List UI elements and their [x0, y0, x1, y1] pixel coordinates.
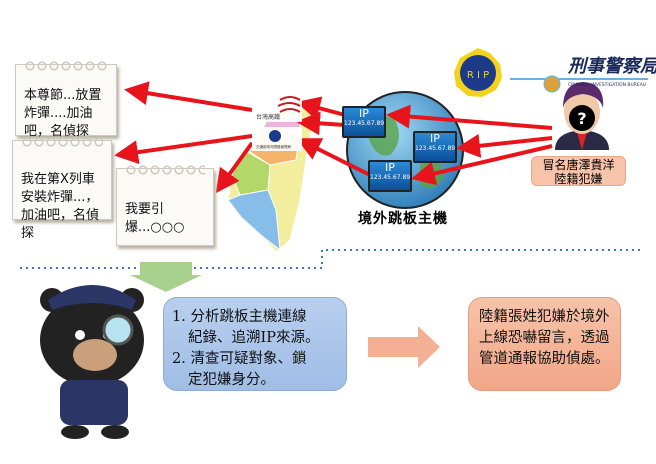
threat-note: 本尊節...放置炸彈....加油吧，名偵探	[15, 59, 117, 139]
suspect-avatar: ?	[555, 82, 609, 150]
railway-police-logo: R I P	[454, 48, 502, 97]
question-mark-icon: ?	[577, 109, 586, 128]
result-box: 陸籍張姓犯嫌於境外上線恐嚇留言，透過管道通報協助偵處。	[468, 297, 621, 391]
cib-logo-text: 刑事警察局	[567, 56, 656, 77]
hsr-logo-icon	[277, 96, 301, 113]
down-arrow-icon	[130, 262, 202, 292]
police-bear-mascot	[40, 285, 144, 439]
threat-note: 我在第X列車安裝炸彈...，加油吧，名偵探	[12, 135, 112, 241]
tra-logo-icon	[269, 130, 281, 142]
globe-label: 境外跳板主機	[358, 211, 448, 227]
suspect-label: 冒名唐澤貴洋 陸籍犯嫌	[531, 156, 626, 186]
svg-text:CRIMINAL INVESTIGATION BUREAU: CRIMINAL INVESTIGATION BUREAU	[568, 82, 646, 88]
hsr-logo-text: 台灣高鐵	[256, 113, 280, 121]
divider-line	[20, 249, 642, 269]
tra-logo-text: 交通部臺灣鐵路管理局	[256, 144, 291, 149]
threat-note: 我要引爆...○○○	[116, 163, 214, 246]
investigation-steps-box: 1. 分析跳板主機連線 紀錄、追溯IP來源。 2. 清查可疑對象、鎖 定犯嫌身分…	[163, 297, 347, 391]
cib-logo: 刑事警察局 CRIMINAL INVESTIGATION BUREAU	[510, 56, 656, 93]
attack-arrows	[114, 81, 553, 194]
right-arrow-icon	[368, 326, 440, 368]
svg-text:R I P: R I P	[467, 70, 489, 81]
